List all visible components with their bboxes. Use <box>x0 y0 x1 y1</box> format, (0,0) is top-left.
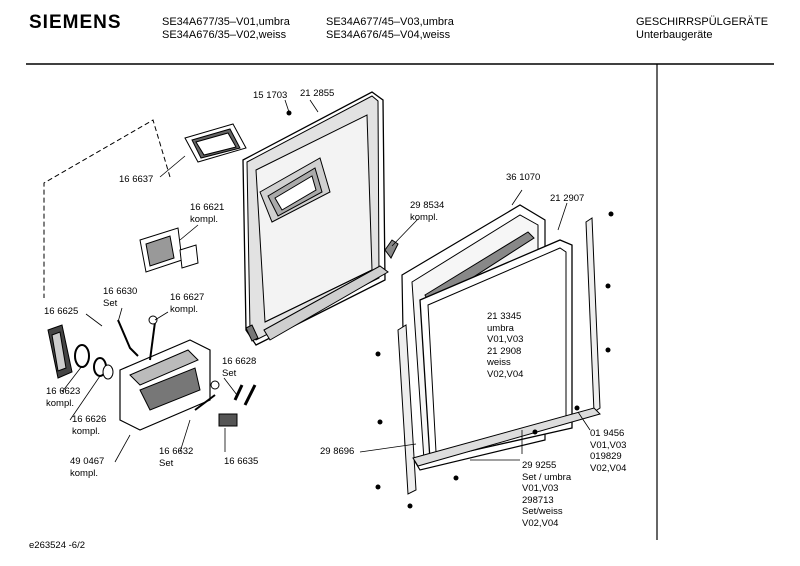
hinge-part <box>384 239 399 259</box>
label-part-212855: 21 2855 <box>300 88 335 99</box>
label-part-166627: 16 6627 kompl. <box>170 292 205 315</box>
gasket-frame-part <box>184 123 247 163</box>
pin-part <box>149 321 156 361</box>
category-title: GESCHIRRSPÜLGERÄTE <box>636 16 769 28</box>
label-part-298696: 29 8696 <box>320 446 355 457</box>
control-box <box>119 339 211 431</box>
model-line-2: SE34A676/35–V02,weiss <box>162 29 287 41</box>
brand-logo: SIEMENS <box>29 12 122 33</box>
bottom-rail <box>412 407 601 467</box>
connector-part <box>218 413 238 427</box>
drawing-id: e263524 -6/2 <box>29 540 85 551</box>
label-part-166628: 16 6628 Set <box>222 356 257 379</box>
label-part-166623: 16 6623 kompl. <box>46 386 81 409</box>
ring-part-1 <box>74 344 90 368</box>
ring-part-3 <box>102 364 114 380</box>
label-part-298534: 29 8534 kompl. <box>410 200 445 223</box>
category-subtitle: Unterbaugeräte <box>636 29 713 41</box>
label-part-212907: 21 2907 <box>550 193 585 204</box>
label-part-166635: 16 6635 <box>224 456 259 467</box>
label-part-299255: 29 9255 Set / umbra V01,V03 298713 Set/w… <box>522 460 572 529</box>
lever-part <box>117 319 139 357</box>
label-part-490467: 49 0467 kompl. <box>70 456 105 479</box>
switch-cover <box>179 244 199 269</box>
model-line-4: SE34A676/45–V04,weiss <box>326 29 451 41</box>
label-part-361070: 36 1070 <box>506 172 541 183</box>
model-line-3: SE34A677/45–V03,umbra <box>326 16 454 28</box>
label-part-166637: 16 6637 <box>119 174 154 185</box>
label-part-166632: 16 6632 Set <box>159 446 194 469</box>
label-part-151703: 15 1703 <box>253 90 288 101</box>
cable-dashed <box>43 119 171 298</box>
left-rail <box>397 324 417 495</box>
side-strip <box>585 217 601 413</box>
leader-lines <box>61 99 591 463</box>
label-part-166625: 16 6625 <box>44 306 79 317</box>
small-ring <box>210 380 220 390</box>
label-part-019456: 01 9456 V01,V03 019829 V02,V04 <box>590 428 627 474</box>
label-part-166630: 16 6630 Set <box>103 286 138 309</box>
label-part-166626: 16 6626 kompl. <box>72 414 107 437</box>
model-line-1: SE34A677/35–V01,umbra <box>162 16 290 28</box>
screws <box>286 110 614 509</box>
label-part-213345: 21 3345 umbra V01,V03 21 2908 weiss V02,… <box>487 311 524 380</box>
decor-panel <box>419 239 573 461</box>
label-part-166621: 16 6621 kompl. <box>190 202 225 225</box>
outer-door-panel <box>242 91 389 346</box>
